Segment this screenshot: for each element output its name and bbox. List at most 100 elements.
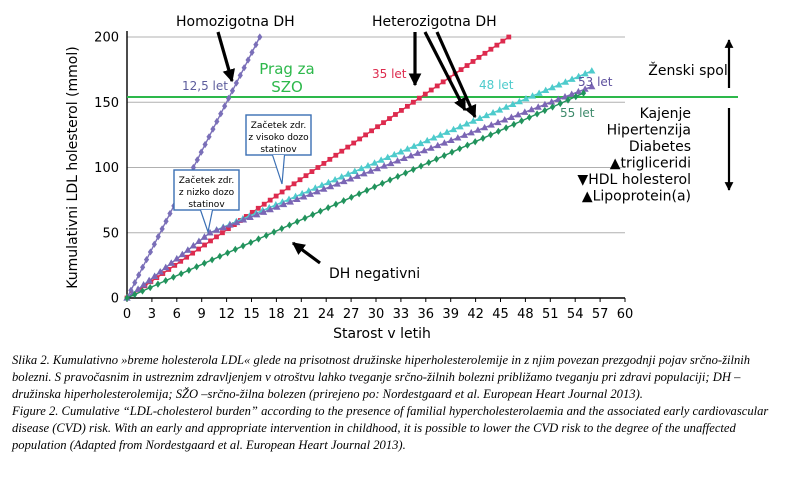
data-point — [313, 187, 321, 195]
data-point — [573, 92, 579, 101]
data-point — [495, 127, 501, 135]
data-point — [360, 169, 368, 177]
risk-factor-label: Kajenje — [640, 106, 691, 122]
data-point — [132, 290, 138, 299]
data-point — [555, 81, 563, 88]
data-point — [186, 266, 192, 274]
data-point — [476, 114, 484, 121]
data-point — [241, 64, 247, 72]
data-point — [255, 205, 261, 211]
data-point — [147, 283, 153, 292]
data-point — [404, 103, 410, 109]
data-point — [387, 116, 392, 121]
data-point — [527, 105, 536, 113]
x-tick-label: 36 — [418, 307, 435, 322]
data-point — [575, 72, 583, 80]
x-tick-label: 48 — [517, 307, 534, 322]
data-point — [189, 242, 197, 249]
data-point — [345, 144, 351, 150]
data-point — [263, 231, 269, 240]
data-point — [243, 214, 249, 219]
data-point — [436, 131, 444, 138]
data-point — [464, 63, 470, 68]
data-point — [568, 90, 576, 97]
data-point — [377, 156, 385, 163]
x-tick-label: 12 — [218, 307, 235, 322]
data-point — [259, 208, 268, 215]
data-point — [327, 156, 333, 162]
data-point — [375, 124, 380, 130]
data-point — [151, 272, 159, 279]
callout-low-dose-line: Začetek zdr. — [179, 175, 234, 186]
callout-low-dose-pointer — [199, 209, 214, 235]
age-label-53: 53 let — [578, 75, 613, 89]
data-point — [380, 162, 388, 169]
data-point — [528, 92, 537, 99]
arrow-hetero-48 — [423, 31, 467, 112]
data-point — [297, 177, 303, 183]
y-tick-label: 100 — [94, 161, 119, 176]
data-point — [549, 103, 556, 111]
data-point — [351, 140, 357, 146]
data-point — [357, 164, 366, 172]
x-tick-label: 24 — [318, 307, 335, 322]
series-1 — [124, 34, 512, 301]
data-point — [333, 180, 341, 187]
data-point — [184, 254, 190, 260]
risk-factor-label: ▲Lipoprotein(a) — [582, 189, 691, 205]
data-point — [237, 71, 243, 79]
data-point — [526, 113, 532, 122]
risk-factor-label: ▲trigliceridi — [610, 156, 691, 172]
data-point — [291, 181, 297, 187]
x-tick-label: 60 — [617, 307, 634, 322]
data-point — [293, 195, 301, 203]
data-point — [317, 207, 324, 215]
data-point — [503, 124, 509, 132]
label-homozygous: Homozigotna DH — [176, 14, 295, 30]
data-point — [321, 161, 327, 166]
data-point — [202, 140, 208, 149]
threshold-label-1: Prag za — [259, 60, 315, 78]
y-tick-label: 200 — [94, 31, 119, 46]
label-heterozygous: Heterozigotna DH — [372, 14, 497, 30]
data-point — [245, 56, 251, 64]
data-point — [488, 131, 494, 139]
data-point — [369, 128, 374, 134]
data-point — [233, 79, 239, 87]
data-point — [463, 120, 471, 127]
label-dh-negative: DH negativni — [329, 266, 420, 282]
data-point — [449, 125, 458, 133]
data-point — [410, 165, 416, 174]
data-point — [300, 193, 308, 200]
data-point — [124, 294, 130, 302]
data-point — [246, 213, 254, 220]
data-point — [196, 246, 201, 252]
data-point — [195, 237, 203, 245]
x-tick-label: 27 — [343, 307, 360, 322]
series-layer — [123, 33, 738, 302]
data-point — [190, 250, 196, 256]
data-point — [399, 108, 404, 113]
data-point — [134, 285, 142, 292]
data-point — [443, 128, 451, 135]
data-point — [476, 54, 482, 60]
data-point — [501, 116, 509, 123]
callout-high-dose-line: z visoko dozo — [248, 133, 309, 143]
x-tick-label: 30 — [368, 307, 385, 322]
data-point — [140, 281, 148, 288]
data-point — [403, 145, 412, 152]
data-point — [357, 136, 363, 142]
data-point — [534, 103, 542, 110]
data-point — [393, 112, 398, 117]
data-point — [514, 110, 522, 118]
data-point — [163, 277, 169, 285]
data-point — [340, 177, 348, 185]
data-point — [331, 175, 339, 183]
data-point — [209, 256, 215, 264]
data-point — [240, 242, 246, 250]
data-point — [147, 248, 154, 256]
data-point — [506, 34, 512, 40]
data-point — [356, 190, 362, 198]
data-point — [229, 87, 236, 95]
